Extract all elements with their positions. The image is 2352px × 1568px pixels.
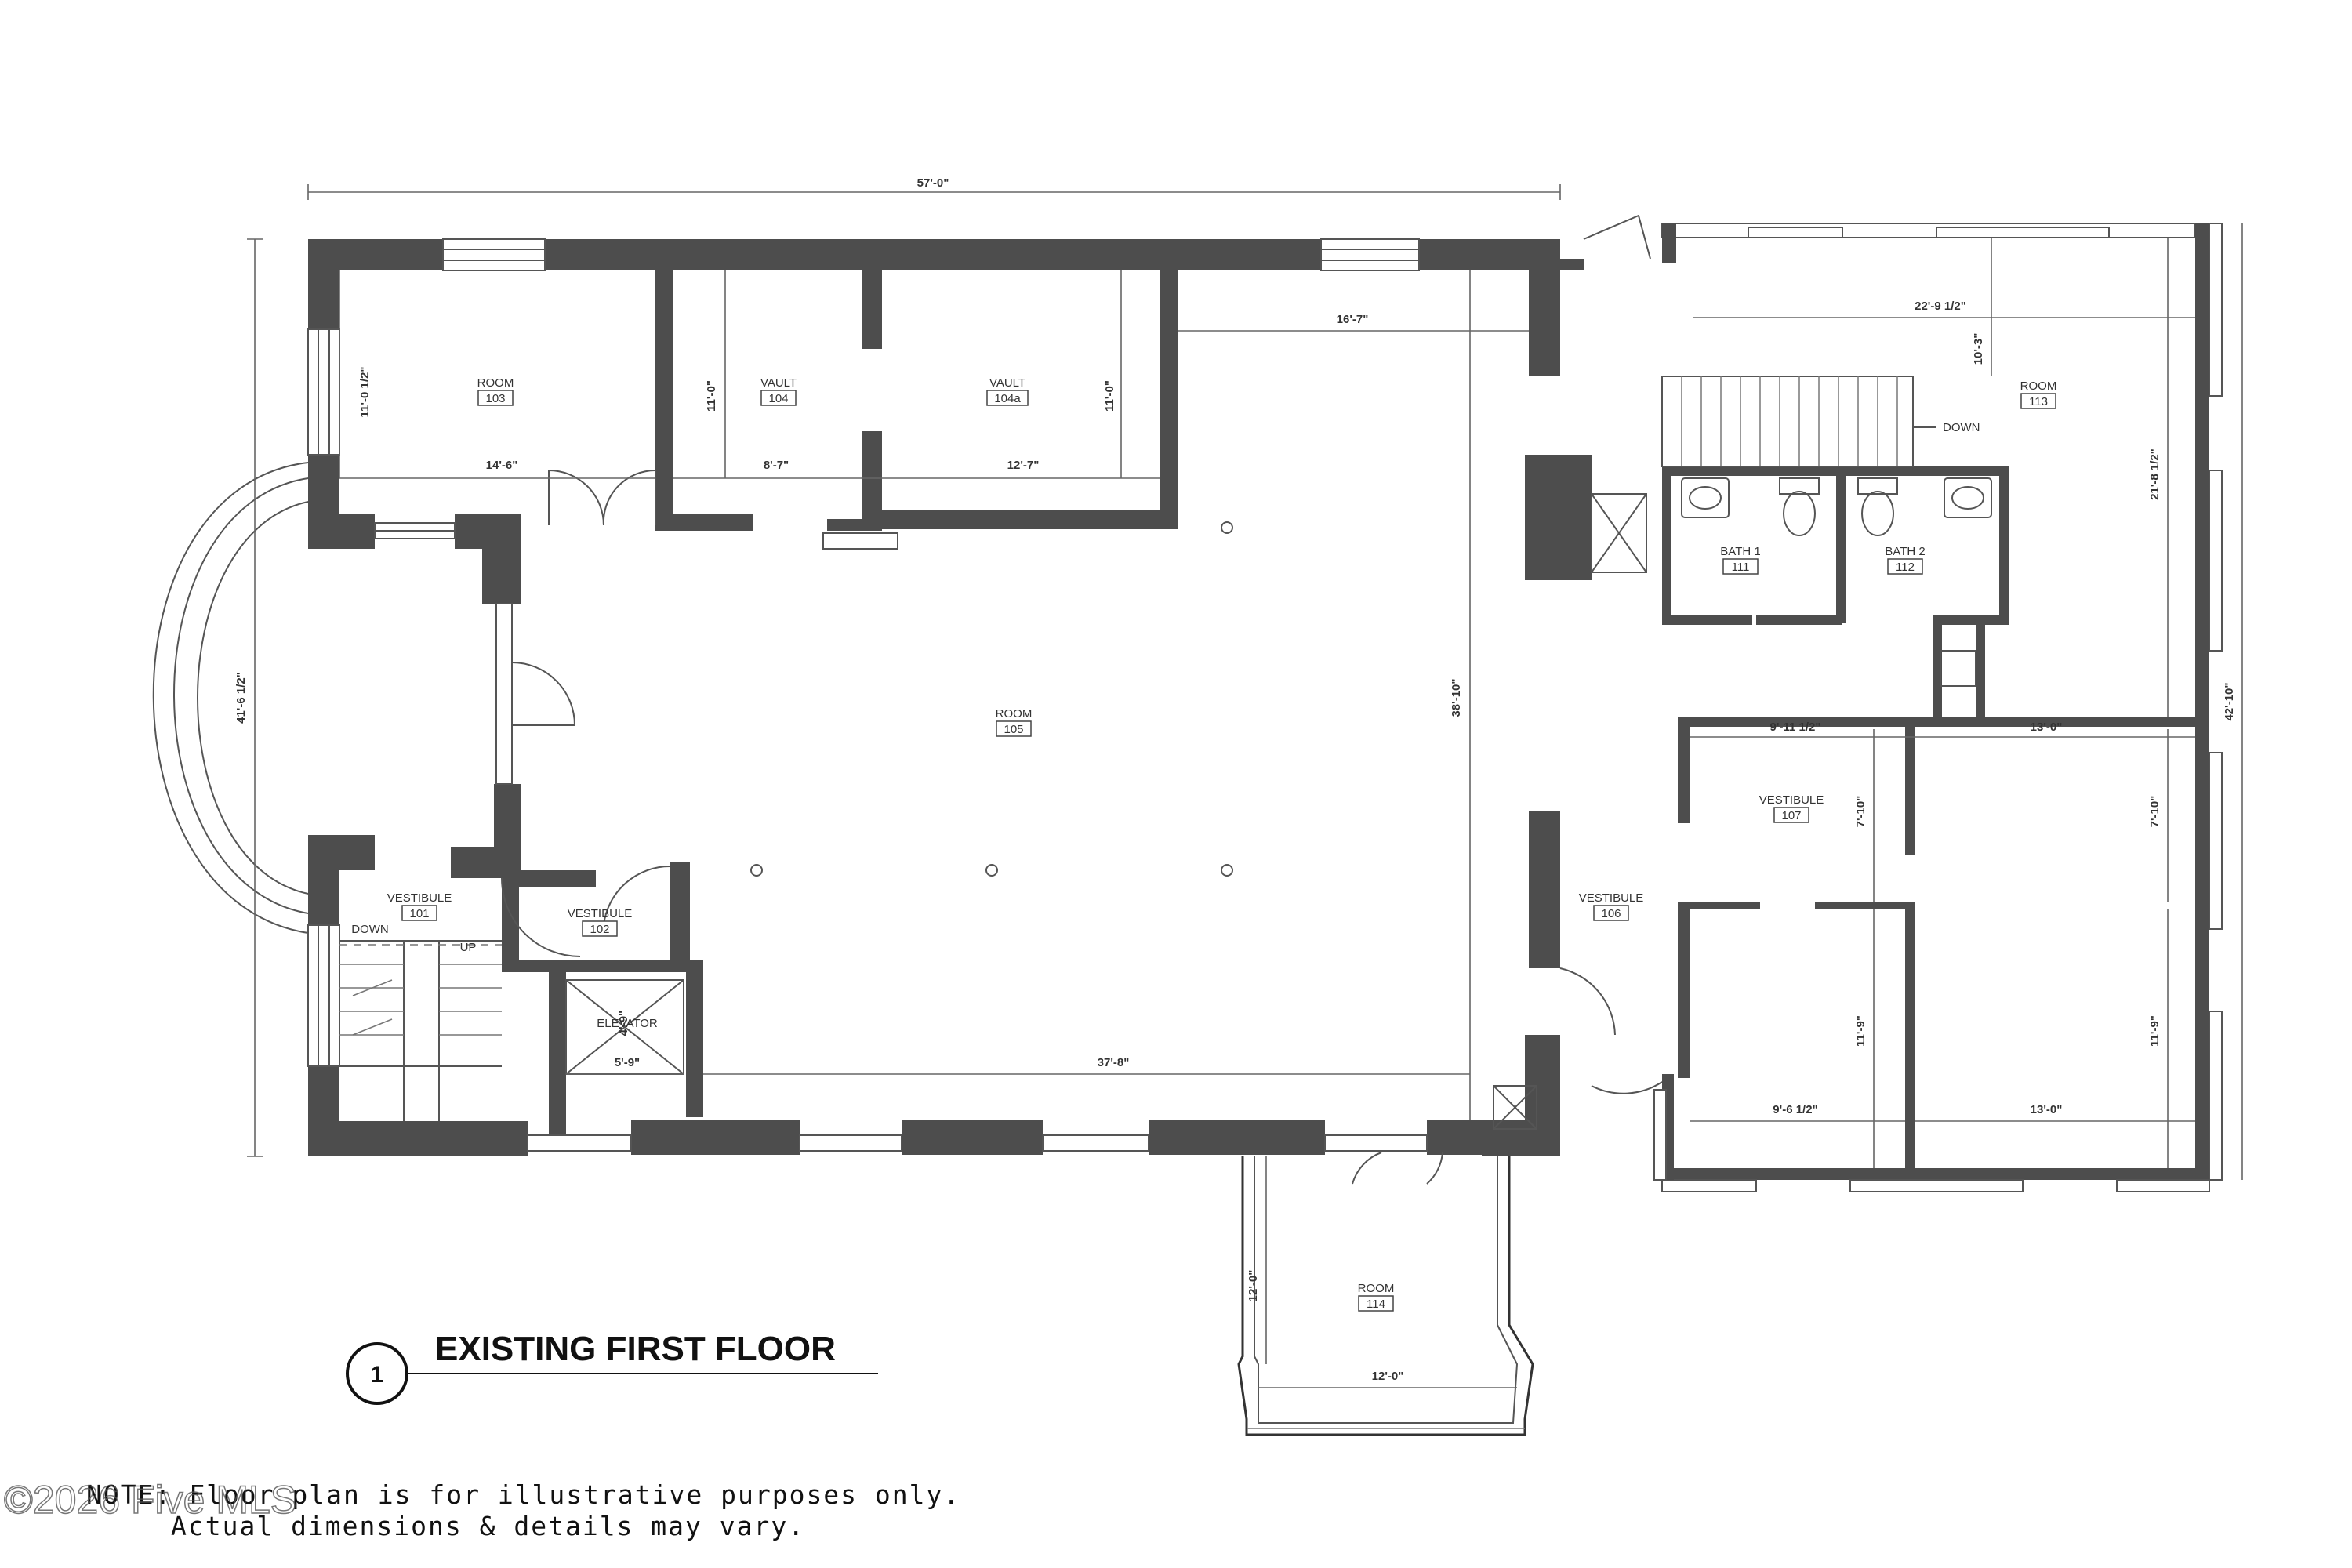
dim-room103-width: 14'-6"	[486, 459, 518, 472]
svg-text:113: 113	[2029, 395, 2048, 408]
stair-down-label: DOWN	[351, 923, 389, 936]
room-tag-106: VESTIBULE 106	[1579, 891, 1644, 921]
dim-elevator-width: 5'-9"	[615, 1056, 640, 1069]
dim-lower-left-width: 9'-6 1/2"	[1773, 1103, 1817, 1116]
plan-title: EXISTING FIRST FLOOR	[435, 1330, 836, 1368]
dim-vault104-width: 8'-7"	[764, 459, 789, 472]
room-tag-114: ROOM 114	[1358, 1282, 1395, 1312]
sheet-number: 1	[371, 1362, 384, 1388]
dim-elevator-height: 4'-9"	[617, 1011, 630, 1036]
dim-vestibule107-width: 9'-11 1/2"	[1770, 720, 1821, 734]
room-tag-107: VESTIBULE 107	[1759, 793, 1824, 823]
windows	[307, 238, 1428, 1152]
svg-text:104a: 104a	[994, 392, 1021, 405]
svg-text:VAULT: VAULT	[760, 376, 797, 390]
room-tag-105: ROOM 105	[996, 707, 1033, 737]
dim-vault104-height: 11'-0"	[705, 380, 718, 412]
columns	[750, 521, 1233, 877]
dim-room105-width: 37'-8"	[1098, 1056, 1130, 1069]
bay-room-114	[1237, 1156, 1534, 1436]
room-tag-101: VESTIBULE 101	[387, 891, 452, 921]
watermark: ©2026 Five MLS	[4, 1478, 296, 1522]
dim-room105-height: 38'-10"	[1450, 678, 1463, 717]
svg-text:107: 107	[1781, 809, 1801, 822]
dim-overall-height-left: 41'-6 1/2"	[234, 672, 248, 724]
svg-text:ROOM: ROOM	[1358, 1282, 1395, 1295]
dim-room113-upper: 10'-3"	[1972, 333, 1985, 365]
dim-room114-height: 12'-0"	[1247, 1270, 1260, 1302]
svg-text:102: 102	[590, 923, 609, 936]
room-tag-102: VESTIBULE 102	[568, 907, 633, 937]
svg-text:112: 112	[1896, 561, 1915, 574]
room-tag-104a: VAULT 104a	[986, 376, 1029, 406]
dimension-lines	[247, 184, 2243, 1388]
dim-right-room-height: 7'-10"	[2148, 796, 2161, 828]
svg-text:BATH 1: BATH 1	[1720, 545, 1760, 558]
svg-text:ROOM: ROOM	[477, 376, 514, 390]
svg-text:VAULT: VAULT	[989, 376, 1025, 390]
room-tag-103: ROOM 103	[477, 376, 514, 406]
dim-vault104a-height: 11'-0"	[1103, 380, 1116, 412]
dim-lower-right-width: 13'-0"	[2031, 1103, 2063, 1116]
svg-text:114: 114	[1367, 1298, 1385, 1311]
svg-text:103: 103	[485, 392, 505, 405]
room-tag-104: VAULT 104	[760, 376, 797, 406]
shaft	[1493, 493, 1647, 1130]
svg-text:VESTIBULE: VESTIBULE	[387, 891, 452, 905]
right-wing-windows	[1748, 227, 2110, 238]
room-tag-111: BATH 1 111	[1720, 545, 1761, 575]
svg-text:VESTIBULE: VESTIBULE	[568, 907, 633, 920]
svg-text:106: 106	[1601, 907, 1621, 920]
room-tag-113: ROOM 113	[2020, 379, 2057, 409]
dim-room113-width: 22'-9 1/2"	[1915, 299, 1966, 313]
svg-text:105: 105	[1004, 723, 1023, 736]
dimension-text: 57'-0" 41'-6 1/2" 11'-0 1/2" 14'-6" 11'-…	[234, 176, 2236, 1383]
right-wing-walls	[1653, 223, 2223, 1192]
svg-text:101: 101	[409, 907, 429, 920]
doors	[501, 214, 1663, 1185]
stair-down-right-label: DOWN	[1943, 421, 1980, 434]
dim-room113-height: 21'-8 1/2"	[2148, 448, 2161, 500]
svg-text:ROOM: ROOM	[2020, 379, 2057, 393]
dim-top-right-width: 16'-7"	[1337, 313, 1369, 326]
dim-lower-left-height: 11'-9"	[1854, 1015, 1867, 1047]
svg-text:104: 104	[768, 392, 788, 405]
svg-text:VESTIBULE: VESTIBULE	[1579, 891, 1644, 905]
bath-fixtures	[1681, 477, 1992, 687]
dim-lower-right-height: 11'-9"	[2148, 1015, 2161, 1047]
dim-vault104a-width: 12'-7"	[1007, 459, 1040, 472]
stair-left	[339, 940, 502, 1121]
dim-overall-width: 57'-0"	[917, 176, 949, 190]
note-line-2: Actual dimensions & details may vary.	[171, 1511, 805, 1541]
svg-text:ROOM: ROOM	[996, 707, 1033, 720]
svg-text:111: 111	[1732, 561, 1750, 574]
dim-vestibule107-height: 7'-10"	[1854, 796, 1867, 828]
svg-text:BATH 2: BATH 2	[1885, 545, 1925, 558]
dim-room114-width: 12'-0"	[1372, 1370, 1404, 1383]
svg-text:VESTIBULE: VESTIBULE	[1759, 793, 1824, 807]
dim-east-overall: 42'-10"	[2223, 682, 2236, 720]
dim-right-room-width: 13'-0"	[2031, 720, 2063, 734]
note: NOTE: Floor plan is for illustrative pur…	[86, 1479, 960, 1541]
elevator-label: ELEVATOR	[597, 1017, 658, 1030]
title-block: 1 EXISTING FIRST FLOOR	[346, 1330, 878, 1405]
note-line-1: NOTE: Floor plan is for illustrative pur…	[86, 1479, 960, 1510]
stair-up-label: UP	[460, 941, 477, 954]
curved-ramp	[152, 462, 309, 934]
stair-right	[1661, 376, 1936, 467]
dim-room103-height: 11'-0 1/2"	[358, 367, 372, 418]
room-labels: ROOM 103 VAULT 104 VAULT 104a ROOM 105 V…	[351, 376, 2057, 1312]
room-tag-112: BATH 2 112	[1885, 545, 1926, 575]
